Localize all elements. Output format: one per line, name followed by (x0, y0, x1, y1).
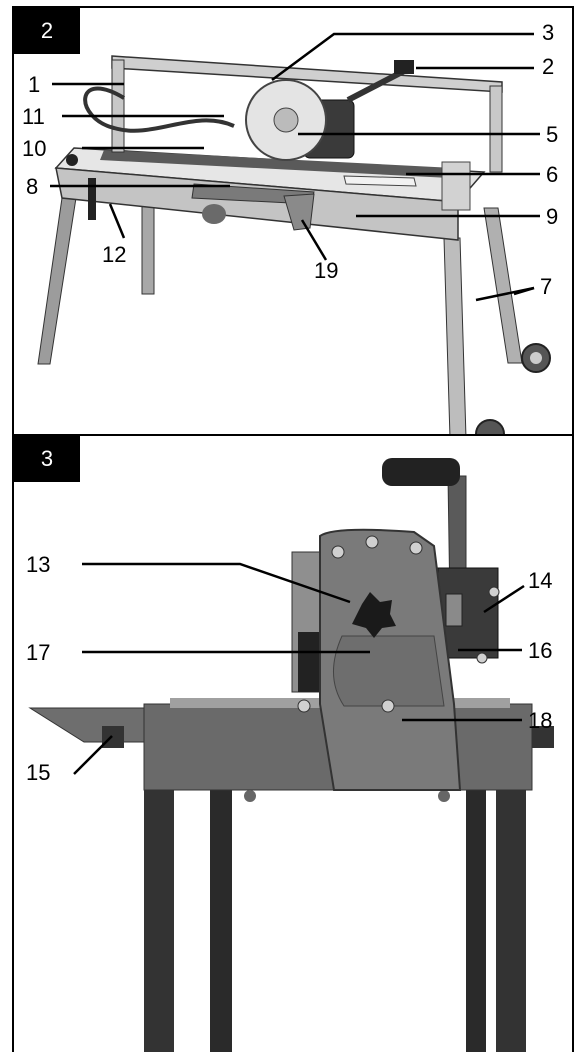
side-table-wedge (28, 707, 145, 743)
guide-stop (441, 161, 471, 211)
callout-2: 2 (542, 54, 554, 79)
leg-front-right (443, 237, 467, 434)
figure-2-badge: 2 (14, 8, 80, 54)
handle-grip (394, 60, 414, 74)
callout-16: 16 (528, 638, 552, 663)
callout-6: 6 (546, 162, 558, 187)
switch-box (445, 593, 463, 627)
wheel-front (475, 419, 505, 434)
leg-3 (466, 788, 486, 1052)
callout-15: 15 (26, 760, 50, 785)
tray-spout (283, 193, 315, 231)
power-cable (83, 86, 235, 133)
callout-7: 7 (540, 274, 552, 299)
handle-grip (382, 458, 460, 486)
star-knob (352, 592, 396, 638)
callout-11: 11 (22, 104, 45, 129)
callout-5: 5 (546, 122, 558, 147)
bolts (297, 535, 500, 713)
figure-3-illustration: 13 14 15 16 17 18 (26, 458, 554, 1052)
table-top-dark-strip (100, 150, 454, 178)
leg-1 (144, 788, 174, 1052)
callout-3: 3 (542, 20, 554, 45)
callout-8: 8 (26, 174, 38, 199)
leg-front-left (37, 197, 77, 365)
handle-bar (346, 67, 408, 103)
callout-10: 10 (22, 136, 46, 161)
callout-9: 9 (546, 204, 558, 229)
figure-3-leader-lines (73, 562, 525, 775)
rail-post-right (489, 85, 503, 173)
callout-13: 13 (26, 552, 50, 577)
figure-3-panel: 3 (12, 434, 574, 1052)
angle-guide (343, 175, 417, 187)
figure-2-leader-lines (50, 32, 540, 302)
knob-left (102, 726, 124, 748)
figure-2-illustration: 1 2 3 5 6 7 8 9 10 11 12 19 (22, 20, 558, 434)
clamp-knob (88, 178, 96, 220)
figure-3-badge: 3 (14, 436, 80, 482)
knob-right (532, 726, 554, 748)
callout-14: 14 (528, 568, 552, 593)
rail-post-left (111, 59, 125, 153)
leg-2 (210, 788, 232, 1052)
callout-17: 17 (26, 640, 50, 665)
callout-1: 1 (28, 72, 40, 97)
callout-19: 19 (314, 258, 338, 283)
callout-18: 18 (528, 708, 552, 733)
leg-back-right (483, 207, 523, 364)
callout-12: 12 (102, 242, 126, 267)
leg-back-left (141, 197, 155, 295)
leg-4 (496, 788, 526, 1052)
figure-2-panel: 2 (12, 6, 574, 436)
